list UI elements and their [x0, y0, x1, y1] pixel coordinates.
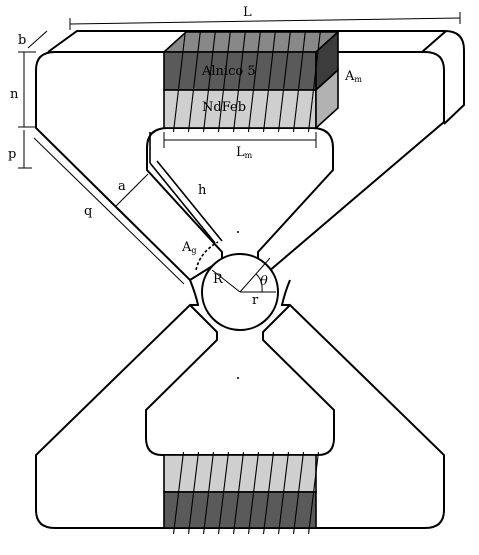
dim-r-angle [239, 257, 271, 293]
label-theta: θ [260, 274, 268, 289]
label-r: r [252, 293, 259, 308]
label-ndfeb: NdFeb [202, 100, 246, 115]
upper-coil-windings [172, 29, 322, 133]
lower-ndfeb-magnet [163, 454, 317, 493]
lower-core [35, 303, 445, 529]
upper-core [35, 51, 445, 282]
dimension-lines [18, 12, 461, 293]
alnico-top-face [161, 31, 341, 53]
air-gap-arc [195, 241, 219, 271]
dim-b [27, 30, 48, 49]
coil-winding [217, 451, 230, 535]
coil-winding [232, 29, 247, 133]
label-Lm: Lm [236, 145, 253, 160]
label-p: p [8, 147, 16, 162]
label-Ag: Ag [181, 240, 197, 255]
coil-winding [217, 29, 232, 133]
coil-winding [307, 451, 320, 535]
upper-left-pole-slot [149, 132, 223, 271]
frame-top-back-inner [421, 30, 447, 53]
coil-winding [172, 29, 187, 133]
upper-magnet-stack [161, 30, 341, 130]
lower-magnet-stack [163, 454, 317, 529]
reference-dots [237, 231, 239, 379]
coil-winding [187, 29, 202, 133]
coil-winding [277, 29, 292, 133]
coil-winding [292, 29, 307, 133]
coil-winding [202, 29, 217, 133]
label-n: n [10, 87, 19, 102]
label-L: L [243, 5, 252, 20]
coil-winding [187, 451, 200, 535]
coil-winding [172, 451, 185, 535]
label-R: R [213, 272, 224, 287]
coil-winding [262, 451, 275, 535]
label-a: a [118, 179, 126, 194]
coil-winding [232, 451, 245, 535]
coil-winding [247, 29, 262, 133]
label-alnico: Alnico 5 [201, 64, 256, 79]
coil-winding [247, 451, 260, 535]
ndfeb-side-face [315, 68, 339, 130]
label-Am: Am [344, 69, 362, 84]
dim-q [33, 137, 185, 285]
theta-arc [255, 273, 263, 293]
dim-a [115, 173, 149, 207]
dim-R [211, 269, 241, 293]
pole-face-arcs [189, 279, 291, 306]
lower-alnico-magnet [163, 491, 317, 529]
labels: L b n p q a h R r θ Lm Am Ag Alnico 5 Nd… [8, 5, 362, 308]
coil-winding [262, 29, 277, 133]
label-b: b [18, 33, 26, 48]
label-q: q [84, 204, 92, 219]
coil-winding [277, 451, 290, 535]
frame-depth [47, 30, 465, 125]
lower-coil-windings [172, 451, 320, 535]
coil-winding [292, 451, 305, 535]
coil-winding [307, 29, 322, 133]
label-h: h [198, 183, 207, 198]
coil-winding [202, 451, 215, 535]
dim-L [69, 17, 461, 25]
